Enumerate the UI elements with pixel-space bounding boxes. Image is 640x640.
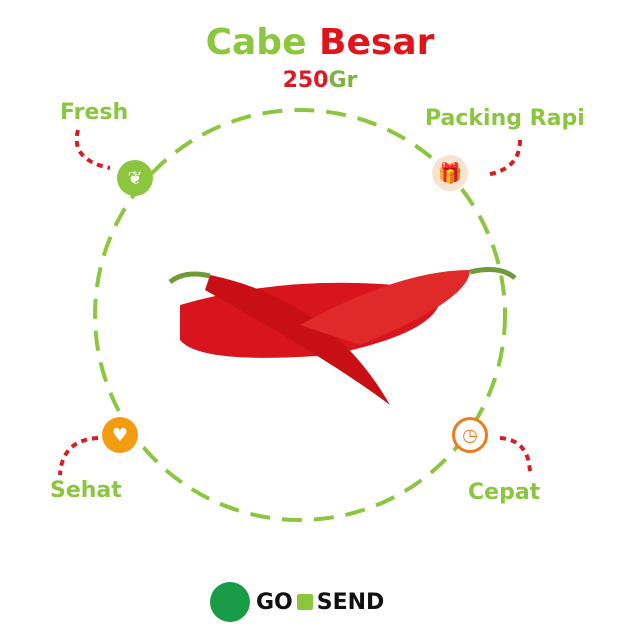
feature-packing-rapi: Packing Rapi [425,106,585,131]
gift-icon: 🎁 [432,155,468,191]
feature-cepat: Cepat [468,480,541,505]
grab-express-logo [210,582,250,622]
product-title: Cabe Besar [205,22,435,63]
feature-sehat: Sehat [50,478,122,503]
gosend-logo: GO SEND [210,582,384,622]
health-icon: ♥ [102,417,138,453]
chili-image [168,267,517,405]
feature-fresh: Fresh [60,100,129,125]
leaf-icon: ❦ [117,160,153,196]
clock-icon: ◷ [452,417,488,453]
box-icon [296,594,313,610]
product-weight: 250Gr [282,68,358,93]
